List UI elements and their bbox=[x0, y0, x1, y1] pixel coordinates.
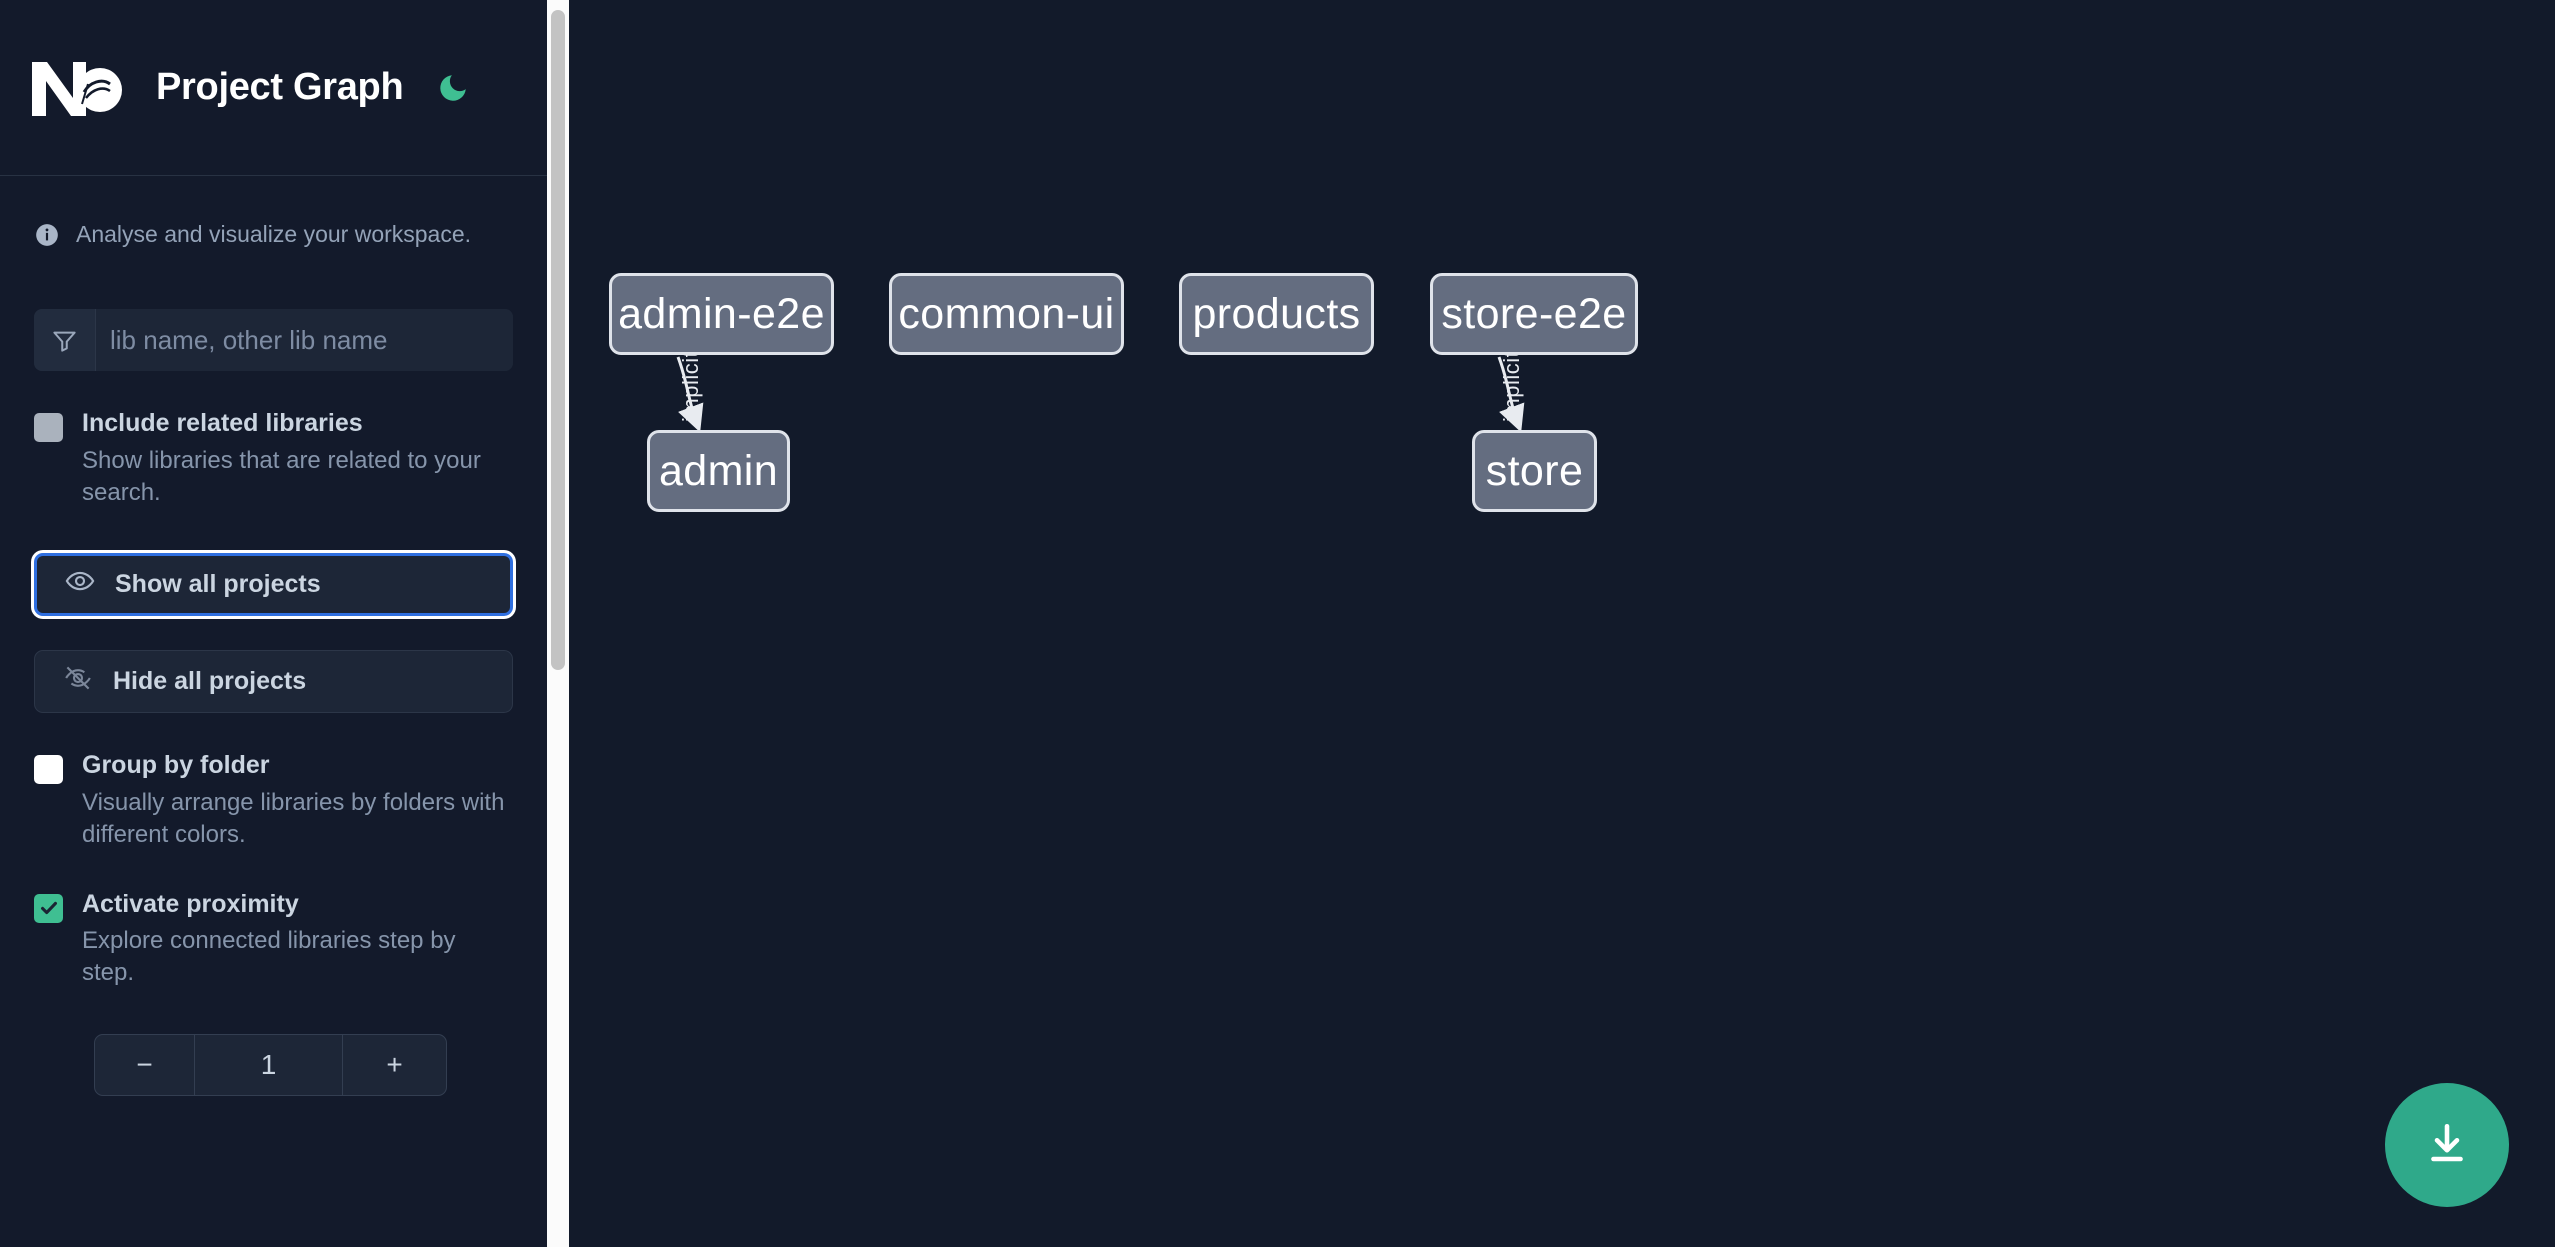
activate-proximity-checkbox[interactable] bbox=[34, 893, 63, 923]
activate-proximity-label: Activate proximity bbox=[82, 889, 299, 918]
sidebar-header: Project Graph bbox=[0, 0, 547, 176]
eye-icon bbox=[65, 566, 95, 603]
sidebar-scrollbar-thumb[interactable] bbox=[551, 10, 565, 670]
group-by-folder-checkbox[interactable] bbox=[34, 755, 63, 785]
eye-off-icon bbox=[63, 663, 93, 700]
moon-icon[interactable] bbox=[433, 68, 473, 108]
proximity-value: 1 bbox=[195, 1034, 343, 1095]
include-related-libraries-label: Include related libraries bbox=[82, 409, 363, 437]
hide-all-projects-label: Hide all projects bbox=[113, 667, 307, 696]
proximity-stepper: − 1 + bbox=[94, 1033, 447, 1096]
workspace-blurb: Analyse and visualize your workspace. bbox=[34, 176, 513, 253]
download-graph-button[interactable] bbox=[2385, 1083, 2509, 1207]
activate-proximity-description: Explore connected libraries step by step… bbox=[82, 927, 456, 987]
option-activate-proximity[interactable]: Activate proximity Explore connected lib… bbox=[34, 890, 513, 990]
info-icon bbox=[34, 222, 60, 253]
edge-label-admin-e2e-to-admin: implicit bbox=[678, 350, 703, 422]
proximity-decrement-button[interactable]: − bbox=[95, 1034, 195, 1095]
graph-edges bbox=[676, 356, 1525, 433]
sidebar: Project Graph Analyse and visualize your… bbox=[0, 0, 547, 1247]
graph-node-common-ui[interactable]: common-ui bbox=[889, 273, 1124, 355]
graph-node-store-e2e[interactable]: store-e2e bbox=[1430, 273, 1638, 355]
include-related-libraries-description: Show libraries that are related to your … bbox=[82, 446, 481, 506]
graph-node-admin[interactable]: admin bbox=[647, 430, 790, 512]
proximity-increment-button[interactable]: + bbox=[386, 1048, 403, 1080]
include-related-libraries-checkbox[interactable] bbox=[34, 413, 63, 442]
graph-node-store[interactable]: store bbox=[1472, 430, 1597, 512]
graph-node-admin-e2e[interactable]: admin-e2e bbox=[609, 273, 834, 355]
show-all-projects-button[interactable]: Show all projects bbox=[34, 553, 513, 617]
hide-all-projects-button[interactable]: Hide all projects bbox=[34, 650, 513, 714]
download-icon bbox=[2422, 1119, 2472, 1172]
group-by-folder-label: Group by folder bbox=[82, 751, 270, 780]
page-title: Project Graph bbox=[156, 66, 404, 108]
group-by-folder-description: Visually arrange libraries by folders wi… bbox=[82, 788, 505, 849]
graph-node-products[interactable]: products bbox=[1179, 273, 1374, 355]
filter-funnel-icon[interactable] bbox=[34, 309, 96, 371]
nx-logo-icon bbox=[28, 56, 126, 120]
option-group-by-folder[interactable]: Group by folder Visually arrange librari… bbox=[34, 751, 513, 851]
sidebar-body: Analyse and visualize your workspace. In… bbox=[0, 176, 547, 1096]
edge-label-store-e2e-to-store: implicit bbox=[1499, 350, 1524, 422]
workspace-blurb-text: Analyse and visualize your workspace. bbox=[76, 221, 472, 247]
show-all-projects-label: Show all projects bbox=[115, 570, 321, 599]
option-include-related-libraries[interactable]: Include related libraries Show libraries… bbox=[34, 409, 513, 509]
graph-canvas[interactable]: implicit implicit admin-e2e common-ui pr… bbox=[547, 0, 2555, 1247]
search-box[interactable] bbox=[34, 309, 513, 371]
search-input[interactable] bbox=[96, 309, 513, 371]
